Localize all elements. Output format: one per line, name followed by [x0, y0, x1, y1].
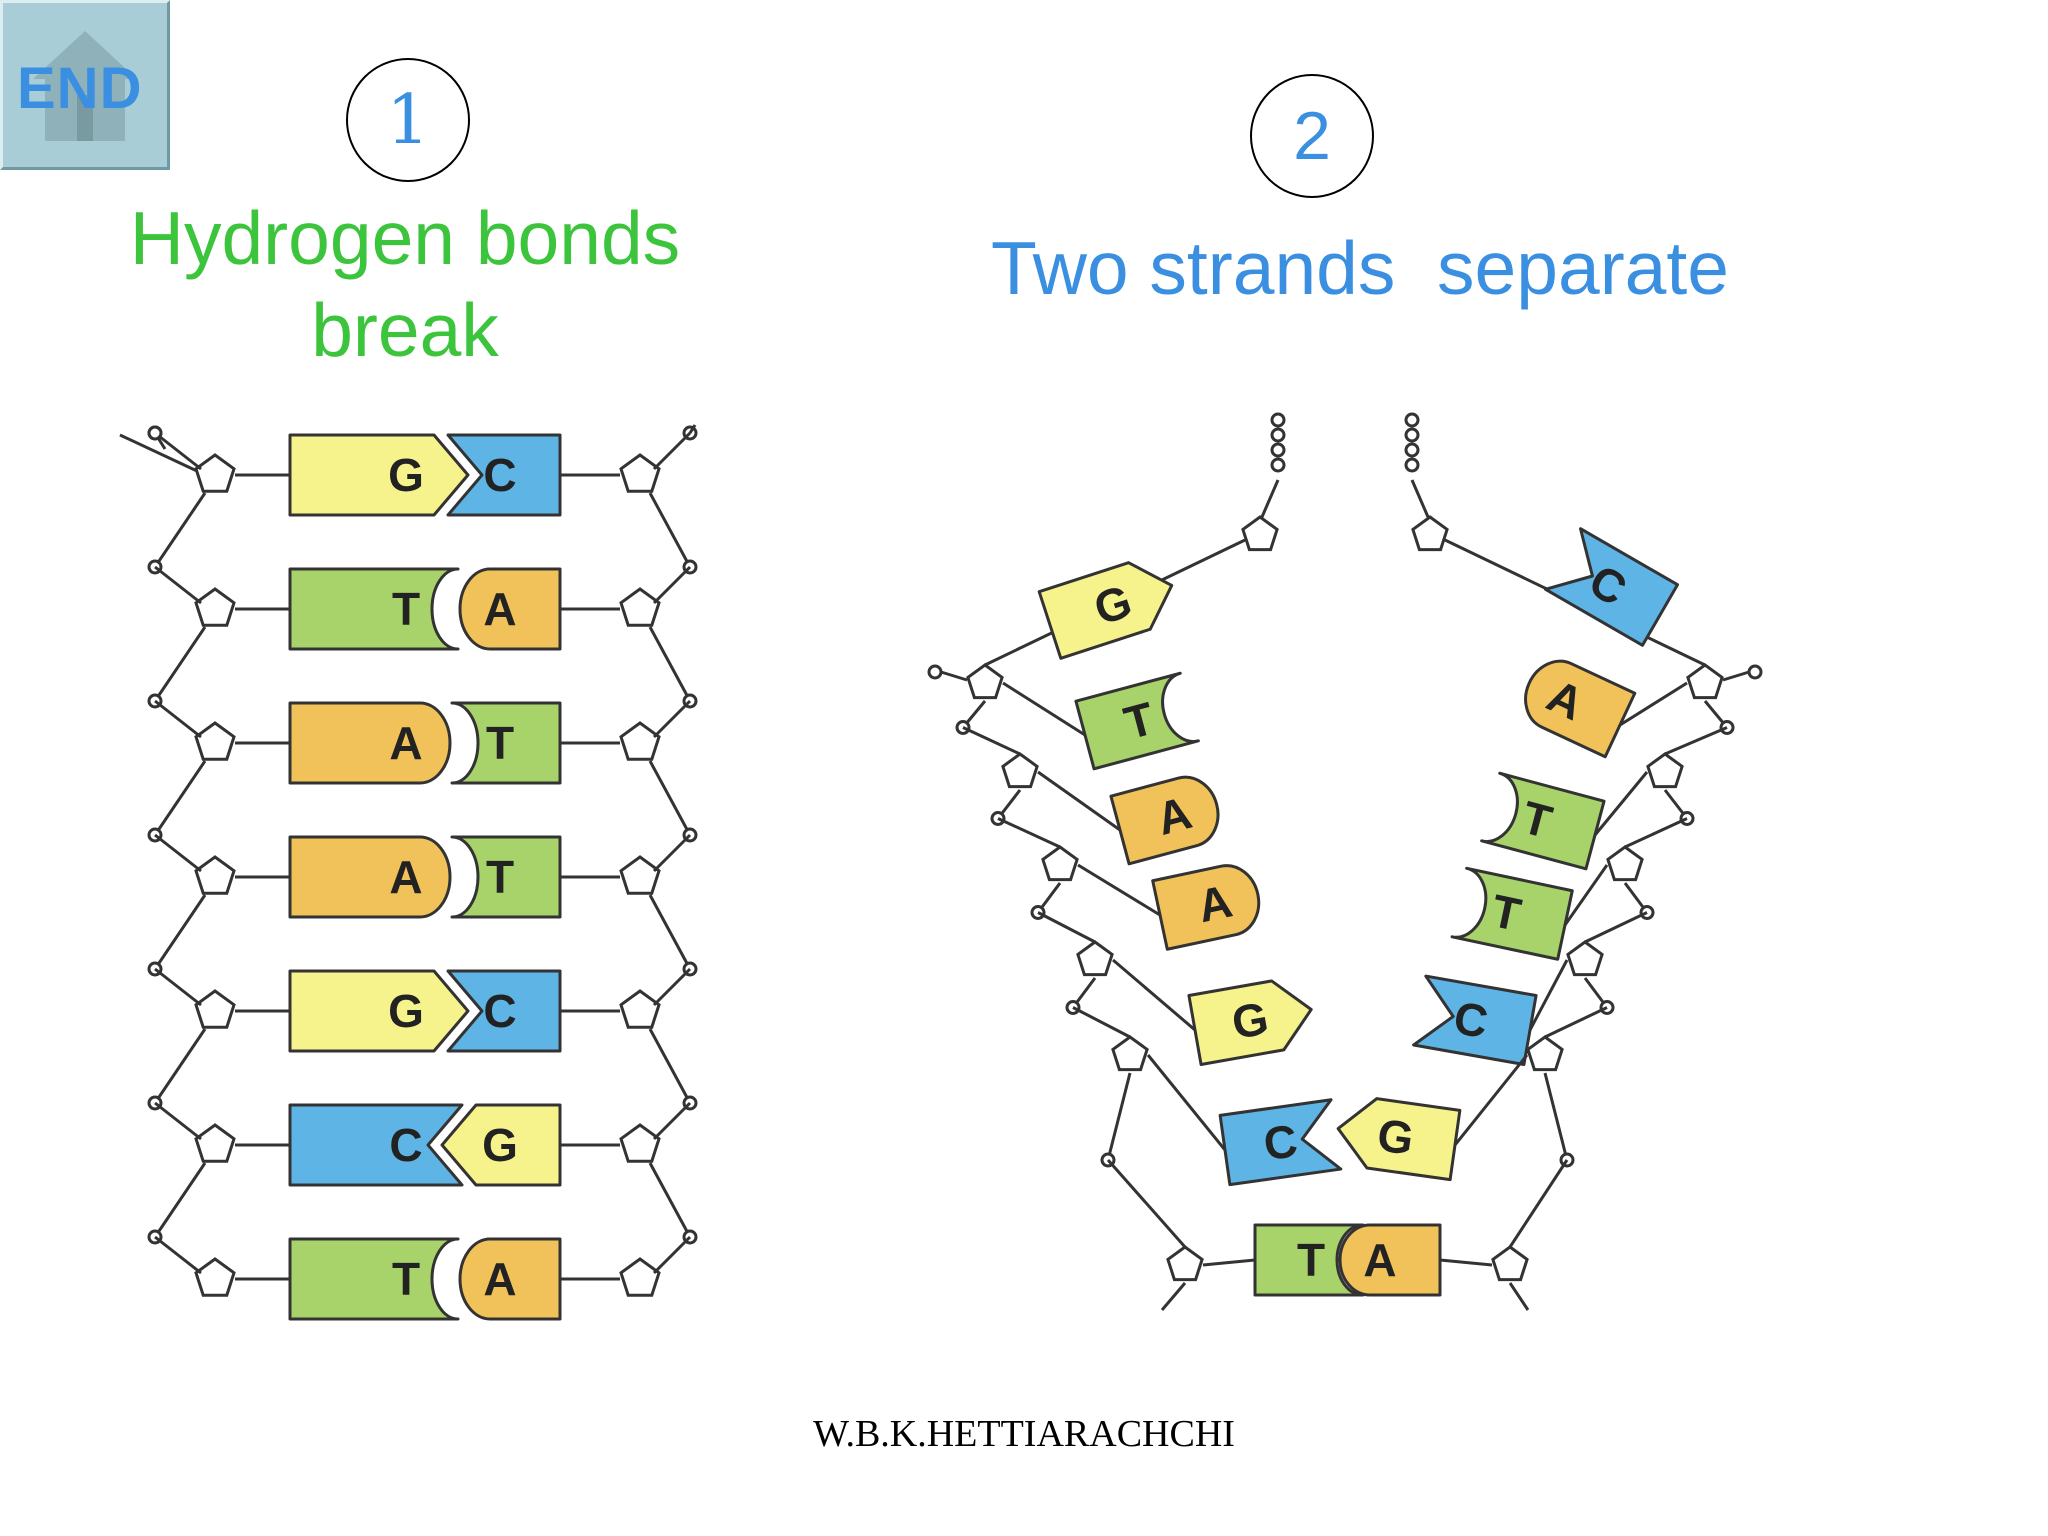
svg-text:T: T	[392, 583, 420, 635]
sugar-pentagon	[194, 453, 236, 493]
left-strand-base-G: G	[1187, 979, 1313, 1066]
sugar-pentagon	[1526, 1035, 1564, 1072]
right-strand-base-C: C	[1412, 974, 1538, 1066]
right-strand-base-G: G	[1336, 1097, 1462, 1182]
phosphate	[1270, 442, 1286, 458]
step-1-heading-line2: break	[311, 288, 499, 372]
svg-text:C: C	[483, 985, 516, 1037]
left-strand-base-A: A	[1109, 775, 1220, 866]
sugar-pentagon	[619, 989, 661, 1029]
sugar-pentagon	[619, 721, 661, 761]
left-strand-base-T: T	[1074, 671, 1200, 771]
step-1-number: 1	[346, 58, 470, 182]
svg-text:A: A	[483, 1253, 516, 1305]
base-A: A	[458, 1237, 562, 1321]
step-2-heading: Two strands separate	[991, 226, 1729, 310]
sugar-pentagon	[1686, 663, 1724, 700]
svg-text:A: A	[389, 717, 422, 769]
home-icon	[33, 31, 137, 141]
sugar-pentagon	[966, 663, 1004, 700]
sugar-pentagon	[619, 587, 661, 627]
base-T: T	[450, 835, 562, 919]
base-A: A	[288, 835, 452, 919]
right-strand-base-T: T	[1480, 771, 1606, 871]
right-strand-base-C: C	[1544, 527, 1679, 647]
svg-text:T: T	[392, 1253, 420, 1305]
base-T: T	[450, 701, 562, 785]
sugar-pentagon	[194, 1123, 236, 1163]
svg-text:G: G	[482, 1119, 518, 1171]
step-2-number: 2	[1250, 74, 1374, 198]
phosphate	[1747, 664, 1763, 680]
base-G: G	[288, 433, 470, 517]
svg-text:T: T	[1297, 1234, 1325, 1286]
sugar-pentagon	[619, 855, 661, 895]
svg-text:G: G	[1374, 1108, 1417, 1164]
phosphate	[1270, 427, 1286, 443]
base-A: A	[458, 567, 562, 651]
left-strand-base-G: G	[1037, 561, 1174, 660]
sugar-pentagon	[619, 1257, 661, 1297]
left-strand-base-A: A	[1151, 864, 1261, 951]
sugar-pentagon	[1411, 515, 1449, 552]
sugar-pentagon	[194, 989, 236, 1029]
sugar-pentagon	[1041, 845, 1079, 882]
phosphate	[1404, 427, 1420, 443]
svg-text:A: A	[389, 851, 422, 903]
sugar-pentagon	[194, 855, 236, 895]
end-button[interactable]: END	[0, 0, 170, 170]
base-T: T	[288, 567, 460, 651]
left-strand-base-C: C	[1218, 1098, 1343, 1187]
phosphate	[1404, 412, 1420, 428]
base-G: G	[288, 969, 470, 1053]
phosphate	[1404, 442, 1420, 458]
base-C: C	[288, 1103, 464, 1187]
phosphate	[1270, 412, 1286, 428]
base-C: C	[446, 433, 562, 517]
phosphate	[147, 425, 163, 441]
phosphate	[1270, 457, 1286, 473]
sugar-pentagon	[194, 721, 236, 761]
end-label: END	[17, 56, 143, 121]
svg-text:C: C	[389, 1119, 422, 1171]
base-A: A	[288, 701, 452, 785]
sugar-pentagon	[1241, 515, 1279, 552]
right-strand-base-A: A	[1524, 659, 1637, 759]
left-strand-base-T: T	[1253, 1223, 1365, 1297]
svg-text:G: G	[1228, 992, 1272, 1049]
svg-text:T: T	[486, 851, 514, 903]
base-T: T	[288, 1237, 460, 1321]
step-1-heading: Hydrogen bonds break	[60, 192, 750, 376]
author-credit: W.B.K.HETTIARACHCHI	[813, 1413, 1235, 1455]
base-C: C	[446, 969, 562, 1053]
svg-text:G: G	[388, 449, 424, 501]
sugar-pentagon	[1566, 940, 1604, 977]
sugar-pentagon	[1076, 940, 1114, 977]
svg-text:C: C	[483, 449, 516, 501]
sugar-pentagon	[1001, 752, 1039, 789]
phosphate	[927, 664, 943, 680]
sugar-pentagon	[194, 1257, 236, 1297]
step-1-heading-line1: Hydrogen bonds	[129, 196, 681, 280]
right-strand-base-T: T	[1450, 866, 1574, 961]
sugar-pentagon	[1646, 752, 1684, 789]
svg-text:T: T	[486, 717, 514, 769]
sugar-pentagon	[619, 1123, 661, 1163]
sugar-pentagon	[1491, 1245, 1529, 1282]
sugar-pentagon	[1166, 1245, 1204, 1282]
base-G: G	[440, 1103, 562, 1187]
sugar-pentagon	[1111, 1035, 1149, 1072]
sugar-pentagon	[1606, 845, 1644, 882]
sugar-pentagon	[194, 587, 236, 627]
phosphate	[1404, 457, 1420, 473]
right-strand-base-A: A	[1338, 1223, 1442, 1297]
svg-text:G: G	[388, 985, 424, 1037]
svg-text:A: A	[1363, 1234, 1396, 1286]
sugar-pentagon	[619, 453, 661, 493]
svg-text:A: A	[483, 583, 516, 635]
svg-text:C: C	[1260, 1114, 1300, 1170]
